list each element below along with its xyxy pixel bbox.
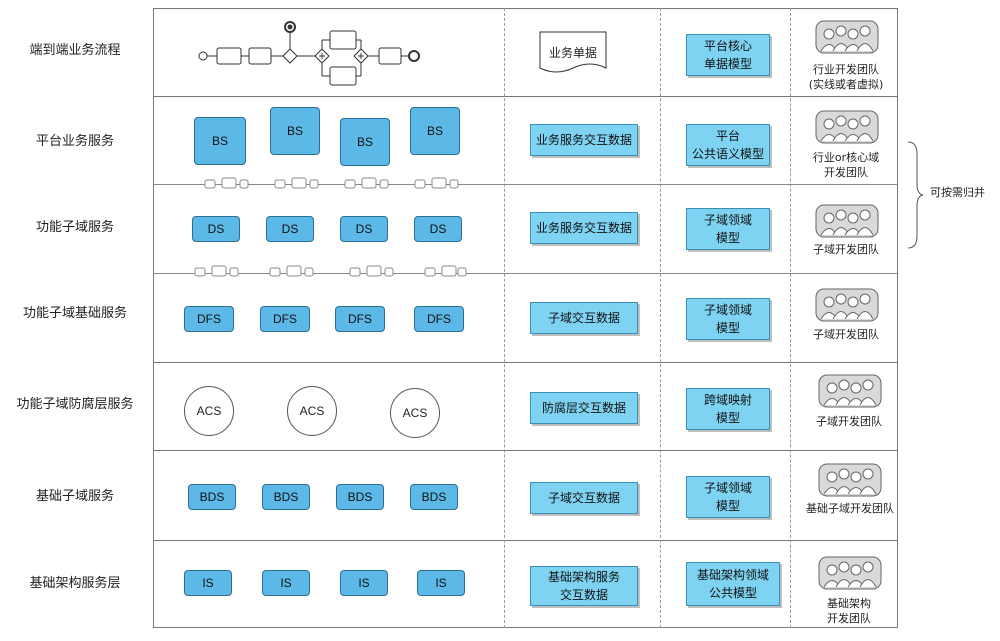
acs-service-circle: ACS	[287, 386, 337, 436]
team-icon	[815, 110, 879, 144]
document-icon	[539, 31, 607, 73]
team-label: 子域开发团队	[813, 328, 879, 341]
row-divider	[153, 540, 898, 541]
bs-service-box: BS	[410, 107, 460, 155]
ds-service-box: DS	[414, 216, 462, 242]
bds-service-box: BDS	[262, 484, 310, 510]
team-label: 行业or核心域 开发团队	[812, 151, 880, 179]
team-icon	[815, 20, 879, 54]
dfs-service-box: DFS	[335, 306, 385, 332]
ds-service-box: DS	[192, 216, 240, 242]
data-box: 子域交互数据	[530, 482, 638, 514]
diagram-frame	[153, 8, 898, 628]
business-document-label: 业务单据	[548, 45, 597, 60]
team-icon	[815, 204, 879, 238]
row-divider	[153, 450, 898, 451]
is-service-box: IS	[417, 570, 465, 596]
bs-service-box: BS	[194, 117, 246, 165]
service-flow-line	[153, 184, 898, 185]
team-label: 基础子域开发团队	[806, 502, 894, 515]
data-box: 业务服务交互数据	[530, 212, 638, 244]
column-divider	[504, 8, 505, 628]
ds-service-box: DS	[340, 216, 388, 242]
team-icon	[818, 374, 882, 408]
model-box: 平台 公共语义模型	[686, 124, 770, 166]
acs-service-circle: ACS	[390, 388, 440, 438]
process-flow-diagram	[198, 21, 420, 86]
model-box: 平台核心 单据模型	[686, 34, 770, 76]
dfs-service-box: DFS	[414, 306, 464, 332]
dfs-service-box: DFS	[184, 306, 234, 332]
bds-service-box: BDS	[188, 484, 236, 510]
mini-flow-connectors	[194, 265, 467, 277]
is-service-box: IS	[184, 570, 232, 596]
team-label: 子域开发团队	[813, 243, 879, 256]
team-label: 基础架构 开发团队	[827, 597, 871, 625]
data-box: 业务服务交互数据	[530, 124, 638, 156]
row-divider	[153, 362, 898, 363]
team-icon	[818, 556, 882, 590]
row-label-base-subdomain: 基础子域服务	[35, 489, 114, 504]
team-icon	[815, 288, 879, 322]
model-box: 子域领域 模型	[686, 208, 770, 250]
data-box: 防腐层交互数据	[530, 392, 638, 424]
team-label: 子域开发团队	[816, 415, 882, 428]
is-service-box: IS	[340, 570, 388, 596]
mini-flow-connectors	[204, 177, 459, 189]
merge-note: 可按需归并	[930, 186, 985, 199]
model-box: 基础架构领域 公共模型	[686, 562, 780, 606]
row-divider	[153, 96, 898, 97]
column-divider	[790, 8, 791, 628]
ds-service-box: DS	[266, 216, 314, 242]
team-icon	[818, 463, 882, 497]
bs-service-box: BS	[340, 118, 390, 166]
team-label: 行业开发团队 (实线或者虚拟)	[808, 63, 884, 91]
row-label-infrastructure: 基础架构服务层	[29, 576, 121, 591]
row-label-anticorruption: 功能子域防腐层服务	[16, 397, 134, 412]
row-label-subdomain-base: 功能子域基础服务	[22, 306, 127, 321]
model-box: 子域领域 模型	[686, 476, 770, 518]
column-divider	[660, 8, 661, 628]
bds-service-box: BDS	[336, 484, 384, 510]
data-box: 基础架构服务 交互数据	[530, 566, 638, 606]
bs-service-box: BS	[270, 107, 320, 155]
acs-service-circle: ACS	[184, 386, 234, 436]
row-label-platform: 平台业务服务	[35, 134, 114, 149]
dfs-service-box: DFS	[260, 306, 310, 332]
is-service-box: IS	[262, 570, 310, 596]
row-label-e2e: 端到端业务流程	[29, 43, 121, 58]
model-box: 子域领域 模型	[686, 298, 770, 340]
bds-service-box: BDS	[410, 484, 458, 510]
service-flow-line	[153, 273, 898, 274]
data-box: 子域交互数据	[530, 302, 638, 334]
row-label-subdomain: 功能子域服务	[35, 220, 114, 235]
model-box: 跨域映射 模型	[686, 388, 770, 430]
merge-brace	[907, 141, 924, 249]
